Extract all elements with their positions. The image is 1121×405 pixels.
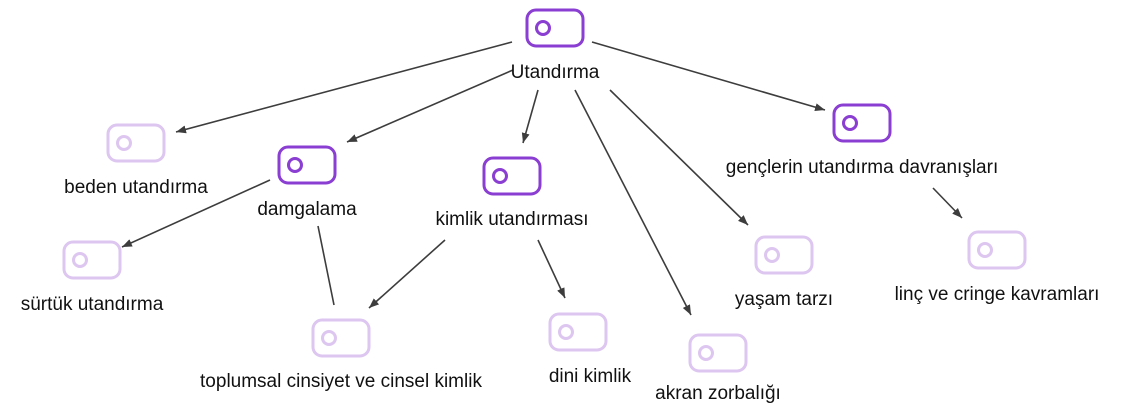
edge-damgalama-toplumsal bbox=[317, 225, 335, 306]
nodes: Utandırma beden utandırma damgalama ki bbox=[21, 8, 1100, 404]
edge-utandirma-akran bbox=[574, 89, 692, 316]
node-kimlik-utandirmasi[interactable]: kimlik utandırması bbox=[435, 156, 589, 230]
tag-icon bbox=[106, 123, 166, 163]
tag-icon bbox=[482, 156, 542, 196]
edge-utandirma-beden bbox=[175, 41, 513, 134]
edge-utandirma-damgalama bbox=[346, 69, 514, 143]
node-beden-utandirma[interactable]: beden utandırma bbox=[64, 123, 208, 198]
edge-utandirma-yasam bbox=[609, 89, 749, 226]
node-label: linç ve cringe kavramları bbox=[895, 284, 1100, 305]
node-label: kimlik utandırması bbox=[435, 209, 588, 230]
edge-utandirma-gencler bbox=[591, 41, 826, 112]
node-damgalama[interactable]: damgalama bbox=[257, 145, 357, 220]
node-label: Utandırma bbox=[511, 62, 600, 83]
edge-gencler-linc bbox=[932, 187, 963, 219]
tag-icon bbox=[277, 145, 337, 185]
tag-icon bbox=[754, 235, 814, 275]
node-surtuk-utandirma[interactable]: sürtük utandırma bbox=[21, 240, 164, 315]
node-genclerin-utandirma-davranislari[interactable]: gençlerin utandırma davranışları bbox=[726, 103, 998, 178]
tag-icon bbox=[688, 333, 748, 373]
edge-utandirma-kimlik bbox=[521, 89, 539, 144]
tag-icon bbox=[548, 312, 608, 352]
node-label: gençlerin utandırma davranışları bbox=[726, 157, 998, 178]
node-label: sürtük utandırma bbox=[21, 294, 164, 315]
node-label: akran zorbalığı bbox=[655, 383, 781, 404]
node-toplumsal-cinsiyet[interactable]: toplumsal cinsiyet ve cinsel kimlik bbox=[200, 318, 482, 392]
node-label: dini kimlik bbox=[549, 366, 632, 387]
tag-icon bbox=[311, 318, 371, 358]
node-label: beden utandırma bbox=[64, 177, 208, 198]
edge-kimlik-toplumsal bbox=[368, 239, 446, 309]
edges bbox=[121, 41, 963, 316]
node-label: toplumsal cinsiyet ve cinsel kimlik bbox=[200, 371, 482, 392]
tag-icon bbox=[832, 103, 892, 143]
node-label: damgalama bbox=[257, 199, 357, 220]
node-dini-kimlik[interactable]: dini kimlik bbox=[548, 312, 632, 387]
node-utandirma[interactable]: Utandırma bbox=[511, 8, 600, 83]
node-label: yaşam tarzı bbox=[735, 289, 833, 310]
tag-icon bbox=[62, 240, 122, 280]
node-akran-zorbaligi[interactable]: akran zorbalığı bbox=[655, 333, 781, 404]
tag-icon bbox=[525, 8, 585, 48]
node-linc-ve-cringe[interactable]: linç ve cringe kavramları bbox=[895, 230, 1100, 305]
edge-kimlik-dini bbox=[537, 239, 566, 299]
node-yasam-tarzi[interactable]: yaşam tarzı bbox=[735, 235, 833, 310]
edge-damgalama-surtuk bbox=[121, 179, 271, 248]
tag-icon bbox=[967, 230, 1027, 270]
